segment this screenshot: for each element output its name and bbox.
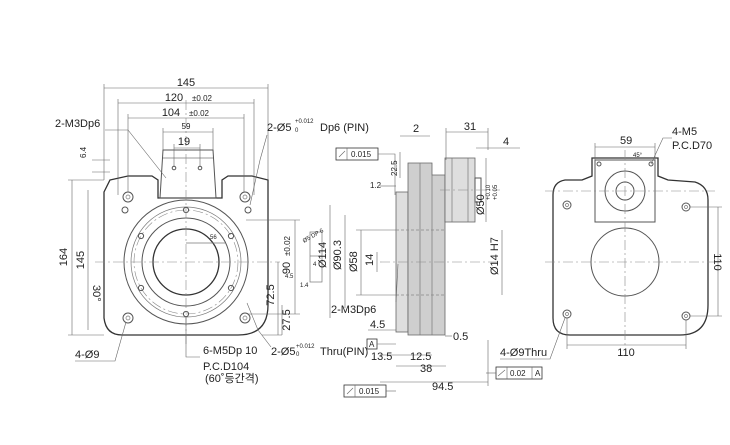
label-pin-top: 2-Ø5 (267, 122, 291, 134)
front-mounting-holes (122, 191, 251, 324)
svg-text:0.015: 0.015 (351, 150, 372, 159)
side-view: 2 31 4 0.015 22.5 1.2 Ø50 +0.10 +0.05 Ø1… (317, 121, 543, 398)
dim-164: 164 (58, 248, 70, 266)
svg-text:+0.012: +0.012 (295, 119, 314, 125)
label-6-m5: 6-M5Dp 10 (203, 345, 257, 357)
dim-1-2: 1.2 (370, 181, 382, 190)
dim-d90-3: Ø90.3 (332, 240, 344, 270)
dim-4-5: 4.5 (370, 319, 385, 331)
svg-text:1.4: 1.4 (300, 283, 309, 289)
dim-19: 19 (178, 136, 190, 148)
label-4-holes-right: 4-Ø9Thru (500, 347, 547, 359)
dim-120-tol: ±0.02 (192, 94, 213, 103)
svg-text:0.015: 0.015 (359, 387, 380, 396)
dim-110-vertical: 110 (711, 253, 723, 271)
dim-90: 90 (281, 262, 293, 274)
svg-text:A: A (535, 369, 541, 378)
dim-59: 59 (182, 122, 191, 131)
svg-text:A: A (369, 340, 375, 349)
dim-d50: Ø50 (475, 194, 487, 215)
svg-text:+0.012: +0.012 (296, 344, 315, 350)
dim-145: 145 (177, 77, 195, 89)
dim-72-5: 72.5 (265, 284, 277, 305)
label-pin-bottom: 2-Ø5 (271, 346, 295, 358)
label-60-equal: (60˚등간격) (205, 372, 259, 385)
side-body (407, 162, 446, 336)
dim-104-tol: ±0.02 (189, 109, 210, 118)
dim-4-side: 4 (503, 136, 509, 148)
dim-90-tol: ±0.02 (283, 235, 292, 256)
dim-27-5: 27.5 (281, 309, 293, 330)
dim-59-right: 59 (620, 135, 632, 147)
dim-104: 104 (162, 107, 180, 119)
svg-text:+0.05: +0.05 (493, 184, 499, 200)
dim-2: 2 (413, 123, 419, 135)
label-4-m5: 4-M5 (672, 126, 697, 138)
dim-14: 14 (364, 254, 376, 266)
dim-6-4: 6.4 (79, 146, 88, 158)
dim-145-vertical: 145 (75, 251, 87, 269)
svg-text:Dp6 (PIN): Dp6 (PIN) (320, 122, 369, 134)
dim-110-horizontal: 110 (617, 347, 635, 359)
svg-text:0.02: 0.02 (510, 369, 526, 378)
front-body-outline (103, 175, 269, 336)
dim-13-5: 13.5 (371, 351, 392, 363)
label-pcd-70: P.C.D70 (672, 140, 712, 152)
right-mounting-holes (562, 200, 691, 321)
svg-text:0: 0 (295, 128, 299, 134)
dim-56: 56 (210, 235, 217, 241)
svg-text:+0.10: +0.10 (486, 184, 492, 200)
label-4-holes-front: 4-Ø9 (75, 349, 99, 361)
right-body-outline (552, 157, 709, 336)
dim-d58: Ø58 (348, 251, 360, 272)
label-pcd-104: P.C.D104 (203, 361, 249, 373)
right-view: 59 4-M5 P.C.D70 45° 110 110 4-Ø9Thru (500, 126, 723, 360)
dim-d14-h7: Ø14 H7 (489, 237, 501, 275)
svg-text:4: 4 (313, 262, 317, 268)
angle-note: 45° (633, 153, 643, 159)
dim-d114: Ø114 (317, 242, 329, 268)
dim-31: 31 (464, 121, 476, 133)
dim-12-5: 12.5 (410, 351, 431, 363)
svg-text:Thru(PIN): Thru(PIN) (320, 346, 368, 358)
dim-0-5: 0.5 (453, 331, 468, 343)
front-top-boss (159, 149, 217, 199)
dim-38: 38 (420, 363, 432, 375)
label-2-m3dp6-side: 2-M3Dp6 (331, 304, 376, 316)
dim-30-angle: 30° (90, 285, 102, 302)
svg-text:4.5: 4.5 (285, 274, 294, 280)
dim-22-5: 22.5 (390, 160, 399, 176)
dim-94-5: 94.5 (432, 381, 453, 393)
svg-text:0: 0 (296, 352, 300, 358)
dim-120: 120 (165, 92, 183, 104)
front-view: 145 120 ±0.02 104 ±0.02 59 19 6.4 2-M3Dp… (55, 77, 369, 385)
label-2-m3dp6-front: 2-M3Dp6 (55, 118, 100, 130)
